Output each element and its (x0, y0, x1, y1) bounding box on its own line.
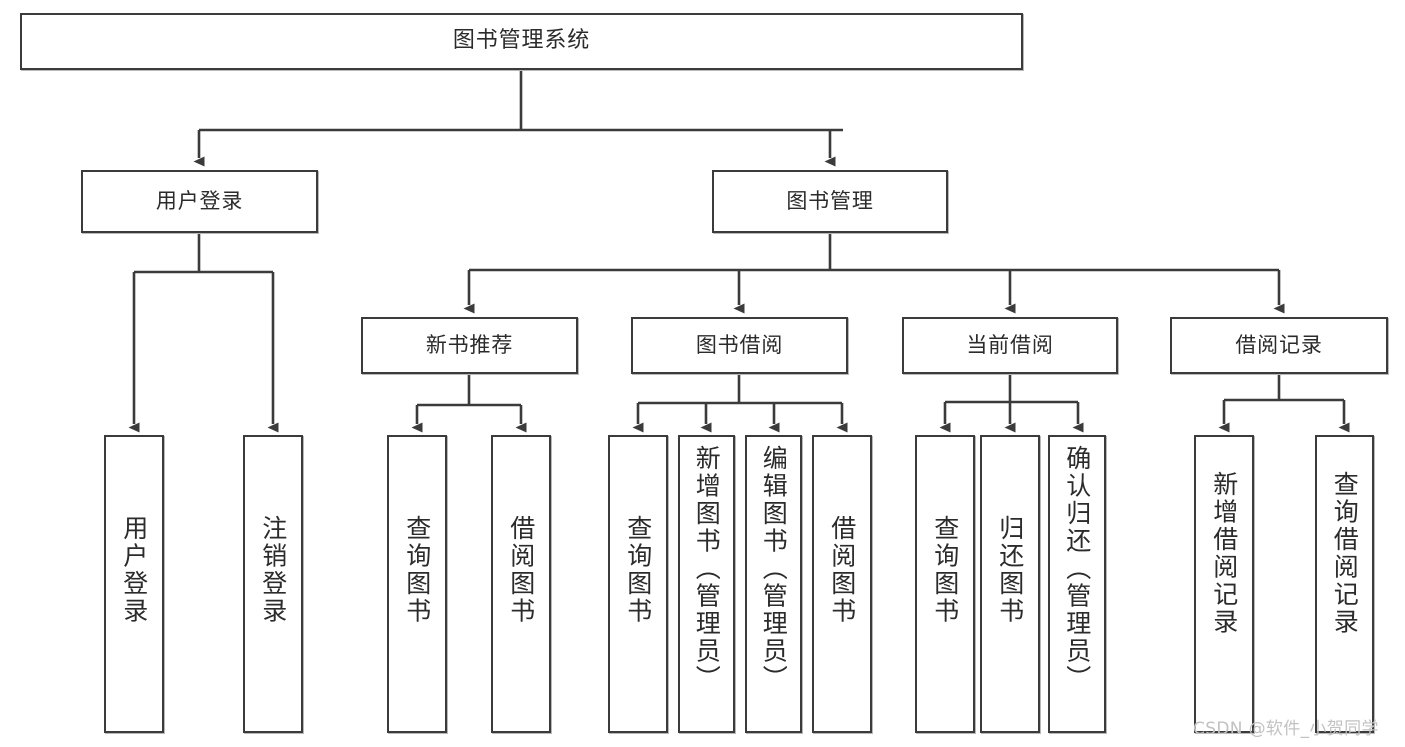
node-leaf-confirm-return-label: 确认归还（管理员） (1062, 445, 1092, 693)
node-leaf-query-book-2-label: 查询图书 (623, 515, 653, 625)
node-leaf-borrow-book-2[interactable]: 借阅图书 (812, 435, 872, 733)
node-leaf-return-book-label: 归还图书 (995, 515, 1025, 625)
node-leaf-logout-login-label: 注销登录 (258, 515, 288, 625)
node-leaf-query-book-3[interactable]: 查询图书 (915, 435, 975, 733)
node-leaf-user-login-label: 用户登录 (119, 515, 149, 625)
node-leaf-add-record[interactable]: 新增借阅记录 (1194, 435, 1254, 733)
node-leaf-edit-book[interactable]: 编辑图书（管理员） (745, 435, 802, 733)
node-leaf-query-record-label: 查询借阅记录 (1330, 471, 1360, 636)
node-leaf-borrow-book-1[interactable]: 借阅图书 (491, 435, 551, 733)
node-leaf-confirm-return[interactable]: 确认归还（管理员） (1048, 435, 1106, 733)
node-leaf-user-login[interactable]: 用户登录 (104, 435, 164, 733)
node-leaf-logout-login[interactable]: 注销登录 (243, 435, 303, 733)
node-current-borrow[interactable]: 当前借阅 (902, 317, 1118, 374)
node-leaf-query-book-3-label: 查询图书 (930, 515, 960, 625)
node-book-borrow-label: 图书借阅 (695, 332, 784, 357)
node-user-login[interactable]: 用户登录 (81, 170, 318, 233)
watermark-text: CSDN @软件_小贺同学 (1193, 719, 1379, 739)
node-book-manage[interactable]: 图书管理 (712, 170, 948, 233)
node-leaf-return-book[interactable]: 归还图书 (980, 435, 1040, 733)
node-leaf-query-book-1-label: 查询图书 (402, 515, 432, 625)
node-root-label: 图书管理系统 (452, 28, 591, 54)
node-leaf-borrow-book-2-label: 借阅图书 (827, 515, 857, 625)
node-leaf-add-book[interactable]: 新增图书（管理员） (678, 435, 735, 733)
node-leaf-edit-book-label: 编辑图书（管理员） (759, 445, 789, 693)
node-root[interactable]: 图书管理系统 (20, 13, 1023, 70)
node-user-login-label: 用户登录 (155, 188, 244, 213)
node-leaf-query-record[interactable]: 查询借阅记录 (1315, 435, 1374, 733)
node-new-book-rec-label: 新书推荐 (425, 332, 514, 357)
node-leaf-add-record-label: 新增借阅记录 (1209, 471, 1239, 636)
node-book-manage-label: 图书管理 (786, 188, 874, 213)
node-leaf-query-book-1[interactable]: 查询图书 (387, 435, 447, 733)
node-leaf-query-book-2[interactable]: 查询图书 (608, 435, 668, 733)
node-leaf-borrow-book-1-label: 借阅图书 (506, 515, 536, 625)
node-book-borrow[interactable]: 图书借阅 (631, 317, 848, 374)
node-leaf-add-book-label: 新增图书（管理员） (692, 445, 722, 693)
node-current-borrow-label: 当前借阅 (966, 332, 1054, 357)
node-borrow-record-label: 借阅记录 (1235, 332, 1323, 357)
node-borrow-record[interactable]: 借阅记录 (1170, 317, 1388, 374)
node-new-book-rec[interactable]: 新书推荐 (361, 317, 578, 374)
